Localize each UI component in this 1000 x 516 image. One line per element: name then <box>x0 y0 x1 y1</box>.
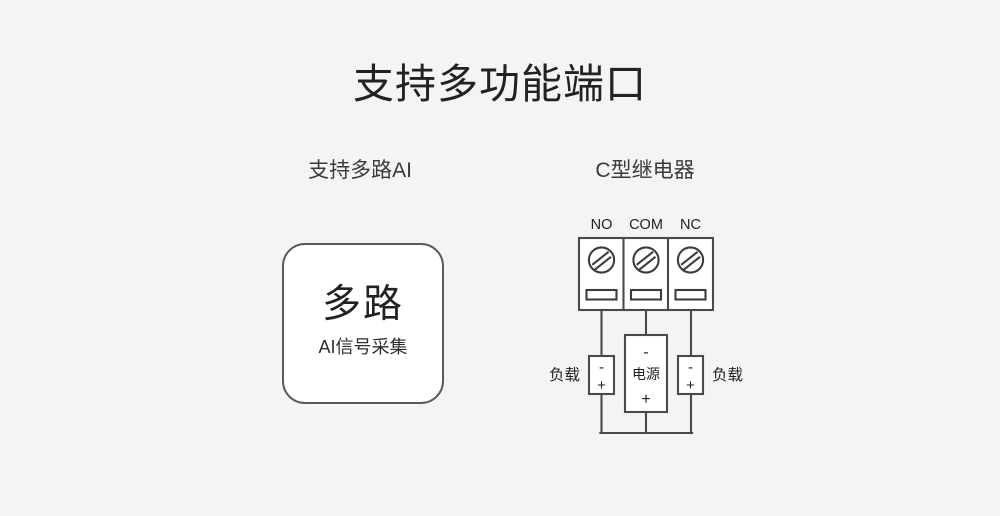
load-left-polarity-bottom: + <box>597 377 606 394</box>
screw-head-icon <box>676 246 705 274</box>
screw-head-icon <box>632 246 660 274</box>
load-left-component: - + <box>587 354 616 396</box>
terminal-block-no[interactable] <box>577 236 626 312</box>
power-supply-component: - 电源 + <box>623 333 669 414</box>
terminal-label-nc: NC <box>680 217 701 233</box>
ai-card-headline: 多路 <box>321 283 404 326</box>
ai-signal-card: 多路 AI信号采集 <box>282 243 444 404</box>
relay-wiring-diagram: NO COM NC - + 负载 - 电源 + - + <box>530 210 770 450</box>
power-supply-polarity-top: - <box>643 344 648 361</box>
power-supply-label: 电源 <box>632 366 660 382</box>
load-left-label: 负载 <box>549 366 580 384</box>
terminal-block-nc[interactable] <box>666 236 715 312</box>
load-right-label: 负载 <box>712 366 743 384</box>
load-right-polarity-bottom: + <box>686 377 695 394</box>
load-left-polarity-top: - <box>599 359 604 376</box>
screw-head-icon <box>587 246 616 274</box>
section-caption-ai: 支持多路AI <box>308 159 412 182</box>
terminal-label-com: COM <box>629 217 663 233</box>
ai-card-subline: AI信号采集 <box>318 337 408 357</box>
load-right-polarity-top: - <box>688 359 693 376</box>
terminal-label-no: NO <box>591 217 613 233</box>
page-title: 支持多功能端口 <box>353 61 647 107</box>
terminal-block-com[interactable] <box>622 236 670 312</box>
power-supply-polarity-bottom: + <box>641 391 650 408</box>
wiring-lines <box>599 308 694 435</box>
section-caption-relay: C型继电器 <box>595 159 695 182</box>
load-right-component: - + <box>676 354 705 396</box>
